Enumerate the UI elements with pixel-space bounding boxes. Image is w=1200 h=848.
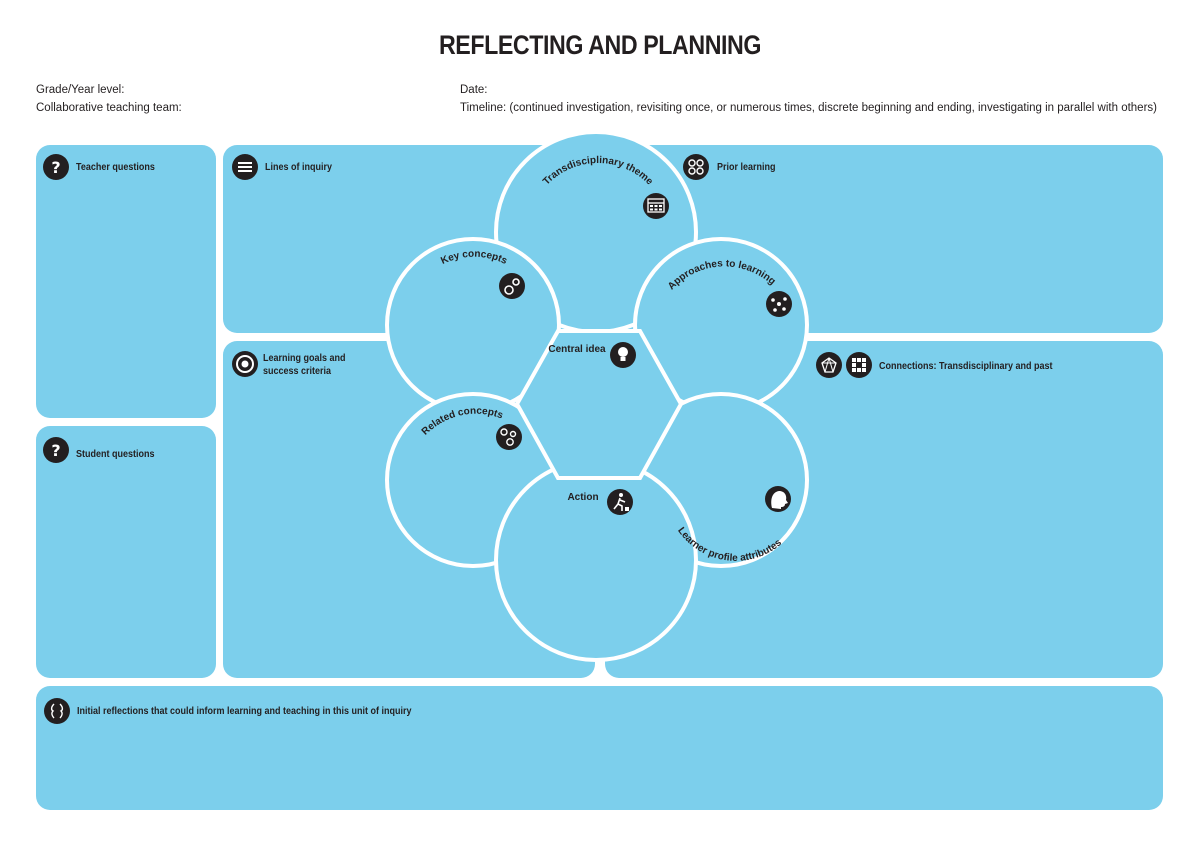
student-questions-box[interactable]: ? Student questions bbox=[36, 426, 216, 678]
prior-learning-label: Prior learning bbox=[717, 162, 776, 173]
prior-learning-icon bbox=[683, 154, 709, 180]
teacher-questions-box[interactable]: ? Teacher questions bbox=[36, 145, 216, 418]
learning-goals-label: Learning goals and success criteria bbox=[263, 353, 346, 377]
question-icon: ? bbox=[43, 154, 69, 180]
lines-of-inquiry-label: Lines of inquiry bbox=[265, 162, 333, 173]
grid-icon bbox=[846, 352, 872, 378]
grade-level-label: Grade/Year level: bbox=[36, 84, 125, 96]
prior-learning-box[interactable]: Prior learning bbox=[605, 145, 1163, 333]
network-icon bbox=[816, 352, 842, 378]
teacher-questions-label: Teacher questions bbox=[76, 162, 155, 173]
question-icon: ? bbox=[43, 437, 69, 463]
reflection-faces-icon bbox=[44, 698, 70, 724]
connections-label: Connections: Transdisciplinary and past bbox=[879, 361, 1053, 372]
initial-reflections-box[interactable]: Initial reflections that could inform le… bbox=[36, 686, 1163, 810]
timeline-label: Timeline: (continued investigation, revi… bbox=[460, 102, 1157, 114]
teaching-team-label: Collaborative teaching team: bbox=[36, 102, 182, 114]
target-icon bbox=[232, 351, 258, 377]
initial-reflections-label: Initial reflections that could inform le… bbox=[77, 706, 412, 717]
page-title: REFLECTING AND PLANNING bbox=[438, 30, 762, 60]
list-lines-icon bbox=[232, 154, 258, 180]
student-questions-label: Student questions bbox=[76, 449, 155, 460]
date-label: Date: bbox=[460, 84, 488, 96]
connections-box[interactable]: Connections: Transdisciplinary and past bbox=[605, 341, 1163, 678]
lines-of-inquiry-box[interactable]: Lines of inquiry bbox=[223, 145, 595, 333]
learning-goals-box[interactable]: Learning goals and success criteria bbox=[223, 341, 595, 678]
